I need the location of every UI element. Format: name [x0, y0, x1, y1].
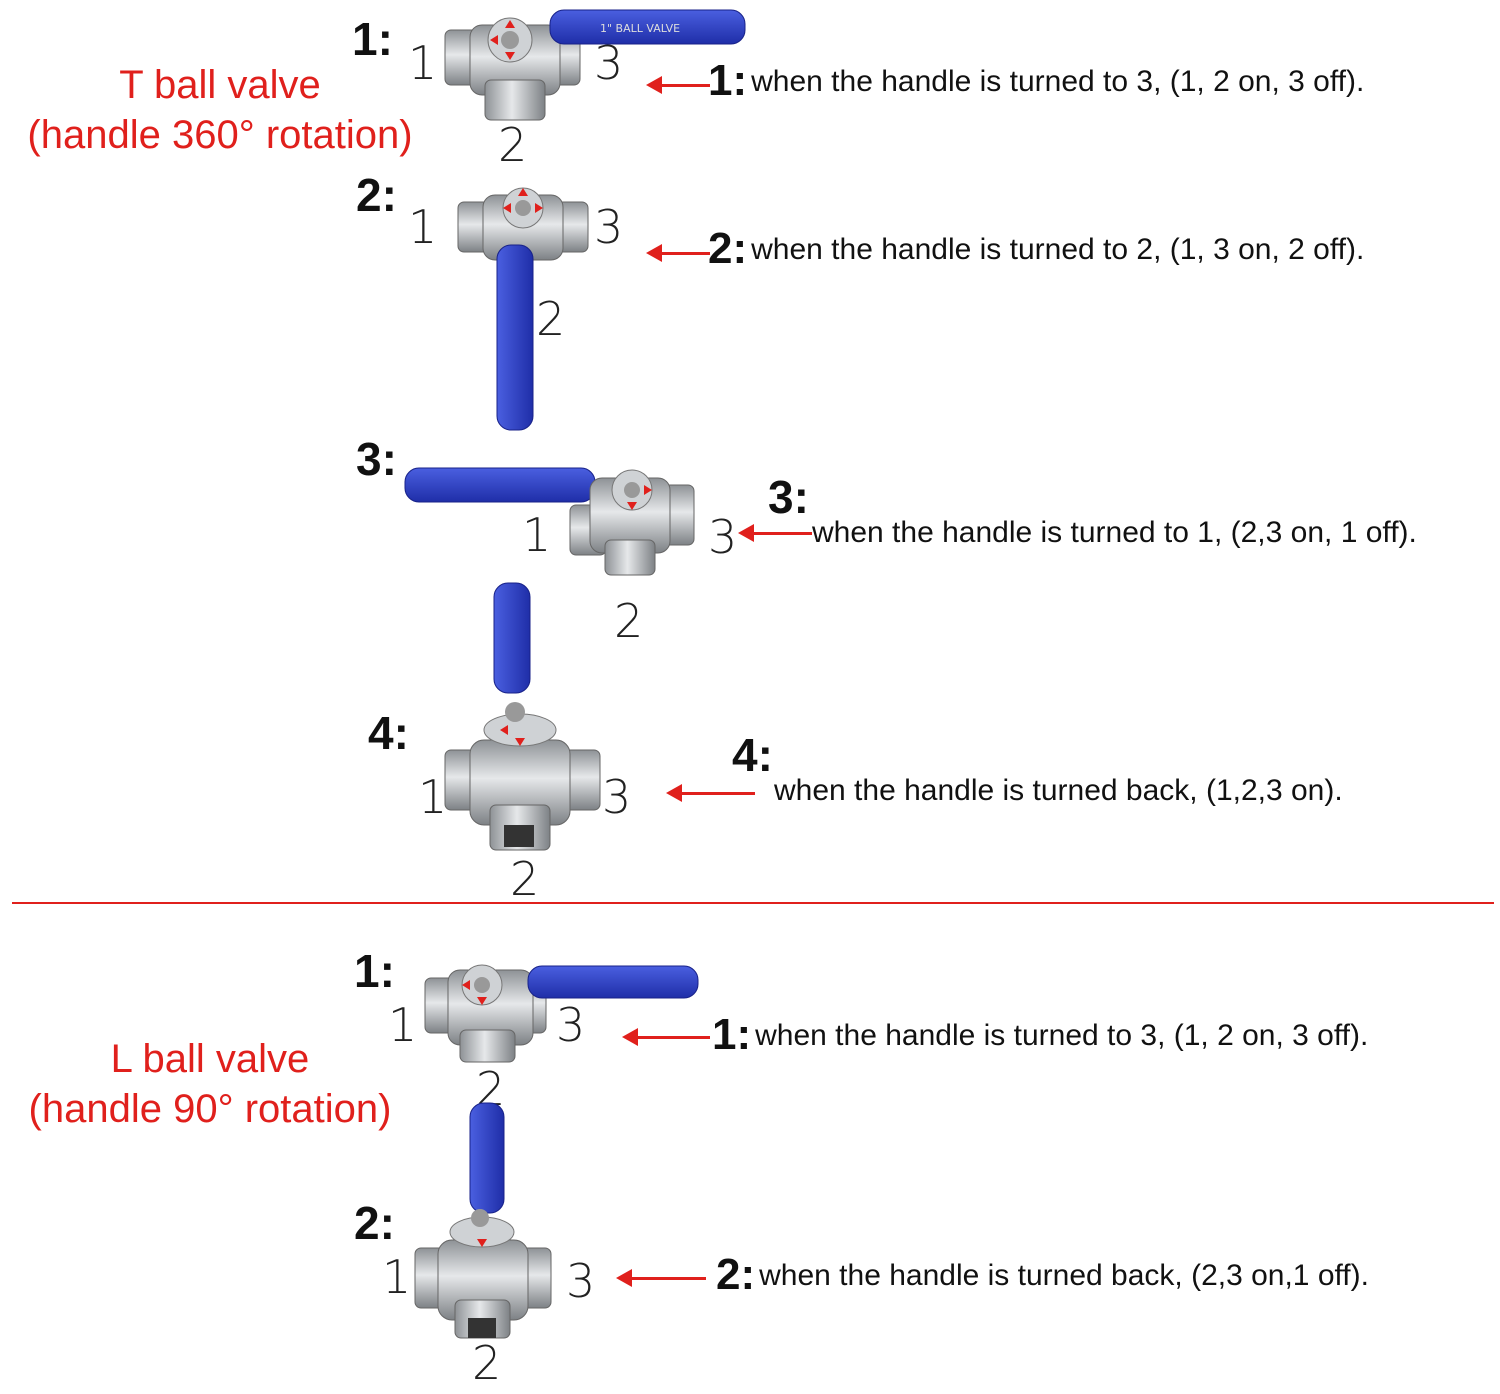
- l-step-2-description: 2:when the handle is turned back, (2,3 o…: [716, 1250, 1369, 1300]
- section-divider: [12, 902, 1494, 904]
- l-step-1-number: 1:: [354, 945, 395, 997]
- l-step-2-valve-icon: [414, 1102, 552, 1339]
- t-valve-title: T ball valve (handle 360° rotation): [10, 60, 430, 160]
- l-valve-title: L ball valve (handle 90° rotation): [0, 1034, 420, 1134]
- t-step-1-valve-icon: 1" BALL VALVE: [444, 9, 746, 121]
- l-valve-subtitle-text: (handle 90° rotation): [28, 1087, 392, 1131]
- l-step-2-port-3: 3: [566, 1254, 596, 1308]
- l-step-1-port-3: 3: [556, 998, 586, 1052]
- t-step-2-desc-number: 2:: [708, 224, 748, 273]
- l-step-1-arrow-icon: [622, 1028, 710, 1046]
- l-valve-title-text: L ball valve: [110, 1037, 310, 1081]
- t-step-4-port-2: 2: [510, 852, 540, 906]
- l-step-2-desc-number: 2:: [716, 1250, 756, 1299]
- t-step-1-port-3: 3: [594, 36, 624, 90]
- t-step-2-desc-text: when the handle is turned to 2, (1, 3 on…: [751, 233, 1365, 266]
- t-step-1-arrow-icon: [646, 76, 710, 94]
- t-step-4-arrow-icon: [666, 784, 755, 802]
- t-step-2-port-2: 2: [536, 292, 566, 346]
- t-step-1-desc-number: 1:: [708, 56, 748, 105]
- t-step-1-handle-label: 1" BALL VALVE: [600, 22, 680, 35]
- t-step-3-port-3: 3: [708, 510, 738, 564]
- t-step-4-description: when the handle is turned back, (1,2,3 o…: [774, 774, 1343, 807]
- l-step-1-valve-icon: [424, 964, 699, 1063]
- t-step-4-number: 4:: [368, 707, 409, 759]
- t-step-4-desc-number: 4:: [732, 729, 773, 781]
- t-step-1-description: 1:when the handle is turned to 3, (1, 2 …: [708, 56, 1364, 106]
- t-step-2-valve-icon: [457, 187, 589, 431]
- t-step-4-port-1: 1: [418, 770, 448, 824]
- t-step-3-valve-icon: [404, 467, 695, 576]
- l-step-1-port-1: 1: [388, 998, 418, 1052]
- t-step-1-port-1: 1: [408, 36, 438, 90]
- t-step-4-port-3: 3: [602, 770, 632, 824]
- l-step-2-port-1: 1: [382, 1250, 412, 1304]
- l-step-2-port-2: 2: [472, 1336, 502, 1390]
- t-step-4-valve-icon: [444, 582, 601, 851]
- l-step-2-desc-text: when the handle is turned back, (2,3 on,…: [759, 1259, 1369, 1292]
- l-step-1-desc-number: 1:: [712, 1010, 752, 1059]
- t-step-1-number: 1:: [352, 13, 393, 65]
- t-valve-subtitle-text: (handle 360° rotation): [27, 113, 413, 157]
- t-step-3-description: when the handle is turned to 1, (2,3 on,…: [812, 516, 1417, 549]
- t-step-3-port-2: 2: [614, 594, 644, 648]
- t-step-3-arrow-icon: [738, 524, 812, 542]
- l-step-2-number: 2:: [354, 1197, 395, 1249]
- t-step-2-port-1: 1: [408, 200, 438, 254]
- t-step-2-number: 2:: [356, 169, 397, 221]
- t-step-3-number: 3:: [356, 433, 397, 485]
- t-step-1-desc-text: when the handle is turned to 3, (1, 2 on…: [751, 65, 1365, 98]
- l-step-2-arrow-icon: [616, 1269, 706, 1287]
- t-step-3-port-1: 1: [522, 508, 552, 562]
- l-step-1-desc-text: when the handle is turned to 3, (1, 2 on…: [755, 1019, 1369, 1052]
- t-step-2-description: 2:when the handle is turned to 2, (1, 3 …: [708, 224, 1364, 274]
- t-step-1-port-2: 2: [498, 118, 528, 172]
- l-step-1-description: 1:when the handle is turned to 3, (1, 2 …: [712, 1010, 1368, 1060]
- t-step-2-arrow-icon: [646, 244, 710, 262]
- t-step-3-desc-number: 3:: [768, 471, 809, 523]
- t-step-2-port-3: 3: [594, 200, 624, 254]
- t-valve-title-text: T ball valve: [119, 63, 321, 107]
